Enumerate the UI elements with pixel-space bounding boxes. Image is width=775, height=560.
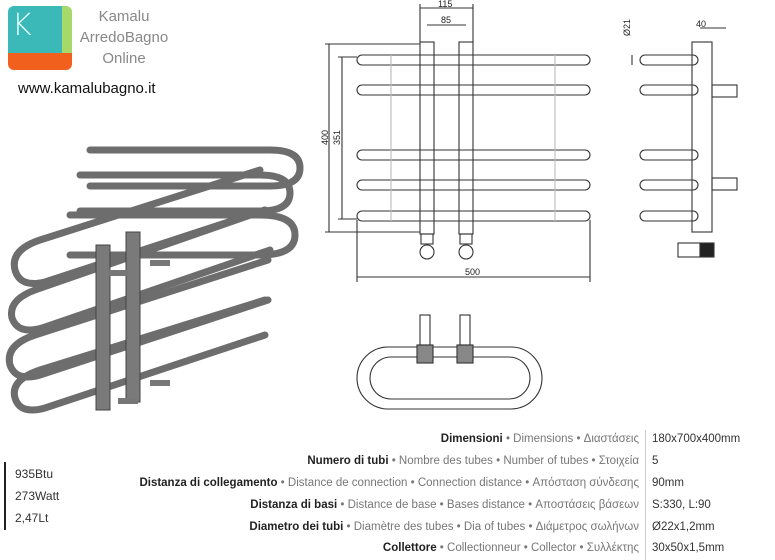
spec-value: 5 xyxy=(652,455,659,467)
performance-watt: 273Watt xyxy=(15,489,60,503)
spec-label: Collettore • Collectionneur • Collector … xyxy=(382,542,639,554)
spec-value: 180x700x400mm xyxy=(652,433,741,445)
spec-label: Diametro dei tubi • Diamètre des tubes •… xyxy=(249,521,639,533)
brand-name: Kamalu ArredoBagno Online xyxy=(74,6,174,69)
dim-center-inner: 85 xyxy=(441,15,451,25)
spec-label: Distanza di collegamento • Distance de c… xyxy=(139,477,639,489)
performance-btu: 935Btu xyxy=(15,467,54,481)
radiator-3d-render xyxy=(5,146,304,414)
spec-value: S:330, L:90 xyxy=(652,499,711,511)
spec-label: Dimensioni • Dimensions • Διαστάσεις xyxy=(440,433,639,445)
technical-drawing: 115 85 400 351 500 40 Ø21 xyxy=(320,0,738,410)
brand-line: ArredoBagno xyxy=(79,29,169,46)
top-view xyxy=(356,314,543,410)
spec-label: Distanza di basi • Distance de base • Ba… xyxy=(250,499,639,511)
side-view xyxy=(631,27,738,258)
collector-columns xyxy=(95,231,170,411)
divider xyxy=(4,462,6,530)
dim-inner-height: 351 xyxy=(332,130,342,145)
spec-value: 30x50x1,5mm xyxy=(652,542,725,554)
website-link[interactable]: www.kamalubagno.it xyxy=(18,80,156,97)
dim-center-outer: 115 xyxy=(438,0,452,9)
front-view xyxy=(325,4,591,282)
spec-value: Ø22x1,2mm xyxy=(652,521,715,533)
performance-volume: 2,47Lt xyxy=(15,511,49,525)
brand-line: Online xyxy=(102,50,146,67)
brand-line: Kamalu xyxy=(98,8,150,25)
tube-group-front xyxy=(5,166,274,414)
tube-group-back xyxy=(66,146,304,259)
dim-height: 400 xyxy=(320,130,330,145)
dim-depth: 40 xyxy=(696,19,706,29)
logo-icon: K xyxy=(8,6,72,70)
divider xyxy=(645,430,646,560)
spec-value: 90mm xyxy=(652,477,684,489)
dim-width: 500 xyxy=(465,267,480,277)
spec-label: Numero di tubi • Nombre des tubes • Numb… xyxy=(307,455,639,467)
dim-tube-diameter: Ø21 xyxy=(622,19,632,36)
